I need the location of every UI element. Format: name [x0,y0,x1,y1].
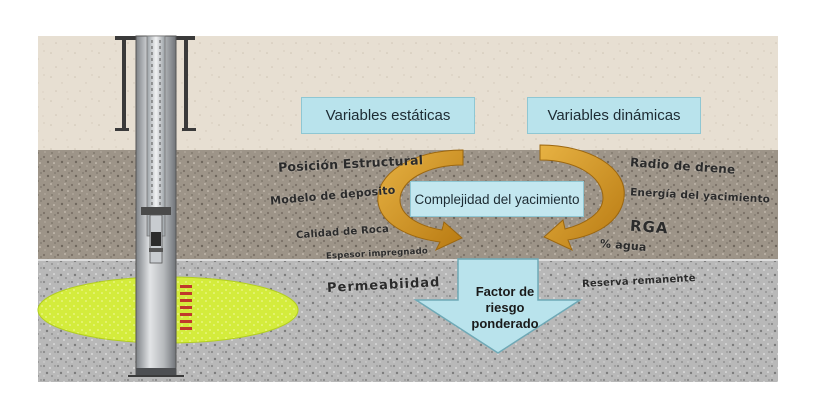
result-arrow [413,258,583,354]
wellbore [115,35,196,377]
left-cycle-arrow [377,149,464,252]
label-rga: RGA [629,216,670,238]
factor-line-1: Factor de [475,284,535,299]
weighted-risk-factor-label: Factor de riesgo ponderado [460,284,550,332]
dynamic-variables-box: Variables dinámicas [527,97,701,134]
right-cycle-arrow [539,144,625,251]
complexity-box: Complejidad del yacimiento [410,181,584,217]
perforation-marks [180,285,192,330]
factor-line-3: ponderado [471,316,539,331]
factor-line-2: riesgo [485,300,525,315]
cycle-arrows [377,144,625,252]
static-variables-box: Variables estáticas [301,97,475,134]
